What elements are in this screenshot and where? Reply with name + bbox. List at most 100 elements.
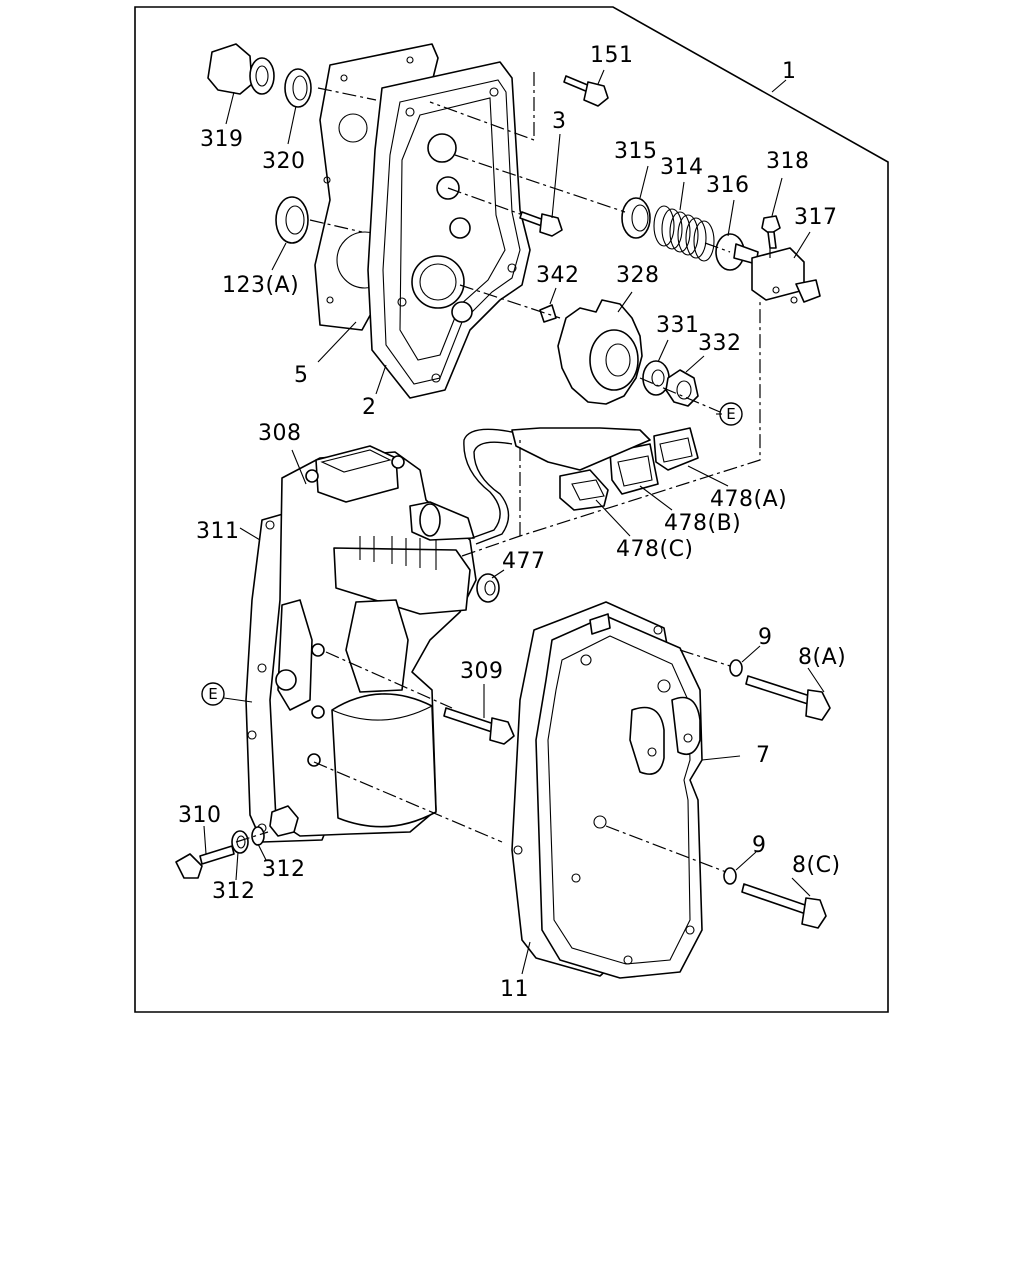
washer-9b — [723, 867, 737, 885]
cover-7-hole — [653, 625, 663, 635]
bolt-3 — [519, 211, 563, 237]
assembly-line — [704, 242, 731, 253]
solenoid-can-top — [331, 705, 433, 721]
cover-7-boss — [671, 696, 701, 756]
housing-2 — [367, 61, 531, 399]
spacer-477 — [476, 573, 500, 603]
assembly-line — [639, 377, 721, 413]
bracket-317 — [751, 247, 821, 304]
label-part-123a: 123(A) — [222, 273, 299, 298]
label-part-9: 9 — [752, 833, 767, 858]
gasket-311-hole — [247, 730, 257, 740]
actuator-nut — [269, 805, 299, 837]
label-part-478b: 478(B) — [664, 511, 741, 536]
plug-319 — [207, 43, 275, 95]
washer-331 — [642, 360, 670, 396]
marker-e-label: E — [726, 405, 735, 423]
label-part-477: 477 — [502, 549, 546, 574]
lever-pivot — [275, 669, 297, 691]
actuator-linkage — [345, 599, 409, 693]
label-part-312: 312 — [212, 879, 256, 904]
sensor-screw — [391, 455, 405, 469]
housing-main-bore-inner — [419, 263, 457, 301]
housing-bore — [451, 301, 473, 323]
cover-7-hole — [657, 679, 671, 693]
bolt-310 — [175, 845, 235, 879]
label-part-8c: 8(C) — [792, 853, 841, 878]
label-part-8a: 8(A) — [798, 645, 846, 670]
cover-7-hole — [593, 815, 607, 829]
label-part-316: 316 — [706, 173, 750, 198]
cover-7-hole — [571, 873, 581, 883]
bolt-151 — [563, 75, 609, 107]
housing-bolt-hole — [397, 297, 407, 307]
assembly-line — [317, 87, 377, 101]
assembly-line — [325, 651, 453, 709]
label-part-2: 2 — [362, 395, 377, 420]
label-part-308: 308 — [258, 421, 302, 446]
label-part-311: 311 — [196, 519, 240, 544]
terminal-pins — [359, 536, 437, 570]
cover-7-boss — [629, 706, 665, 775]
assembly-line — [235, 831, 269, 843]
label-part-7: 7 — [756, 743, 771, 768]
cover-7-inner — [547, 635, 691, 965]
label-part-478c: 478(C) — [616, 537, 694, 562]
spring-314 — [653, 205, 715, 262]
housing-bolt-hole — [507, 263, 517, 273]
label-part-11: 11 — [500, 977, 529, 1002]
rotor-328 — [557, 299, 643, 405]
label-part-328: 328 — [616, 263, 660, 288]
washer-312a — [231, 830, 249, 854]
lever-pin — [311, 705, 325, 719]
bolt-8c — [741, 883, 827, 929]
label-part-1: 1 — [782, 59, 797, 84]
gasket-bolt-hole — [323, 176, 331, 184]
marker-e-label: E — [208, 685, 217, 703]
label-part-331: 331 — [656, 313, 700, 338]
cover-7-hole — [623, 955, 633, 965]
label-part-309: 309 — [460, 659, 504, 684]
gasket-bolt-hole — [406, 56, 414, 64]
gasket-bolt-hole — [340, 74, 348, 82]
housing-bolt-hole — [489, 87, 499, 97]
cover-7-hole — [513, 845, 523, 855]
bolt-309 — [443, 707, 515, 745]
label-part-312: 312 — [262, 857, 306, 882]
label-part-3: 3 — [552, 109, 567, 134]
connector-478b — [609, 443, 659, 495]
assembly-line — [605, 825, 727, 873]
cover-7-hole — [683, 733, 693, 743]
label-part-151: 151 — [590, 43, 634, 68]
connector-shaft-end — [419, 503, 441, 537]
housing-bolt-hole — [431, 373, 441, 383]
gasket-311-hole — [265, 520, 275, 530]
housing-bore — [449, 217, 471, 239]
assembly-line — [461, 298, 761, 557]
label-part-9: 9 — [758, 625, 773, 650]
assembly-line — [447, 187, 521, 215]
label-part-318: 318 — [766, 149, 810, 174]
screw-318 — [761, 215, 781, 249]
cover-7-hole — [580, 654, 592, 666]
cover-7-hole — [647, 747, 657, 757]
diagram-frame — [134, 6, 889, 1013]
assembly-line — [429, 72, 535, 141]
label-part-478a: 478(A) — [710, 487, 787, 512]
gasket-hole — [338, 113, 368, 143]
harness-wire — [473, 441, 513, 545]
connector-478a — [653, 427, 699, 471]
cover-7-tab — [589, 613, 611, 635]
leader-lines — [203, 69, 825, 975]
assembly-line — [454, 154, 626, 213]
cover-7 — [535, 615, 703, 979]
seal-123a — [275, 196, 309, 244]
harness-wire — [463, 428, 513, 539]
assembly-line — [679, 649, 731, 667]
washer-9a — [729, 659, 743, 677]
actuator-sensor-block — [315, 445, 399, 503]
solenoid-can — [331, 693, 437, 828]
housing-2-inner-flange — [382, 79, 521, 385]
key-342 — [539, 304, 557, 323]
lever-pin — [311, 643, 325, 657]
